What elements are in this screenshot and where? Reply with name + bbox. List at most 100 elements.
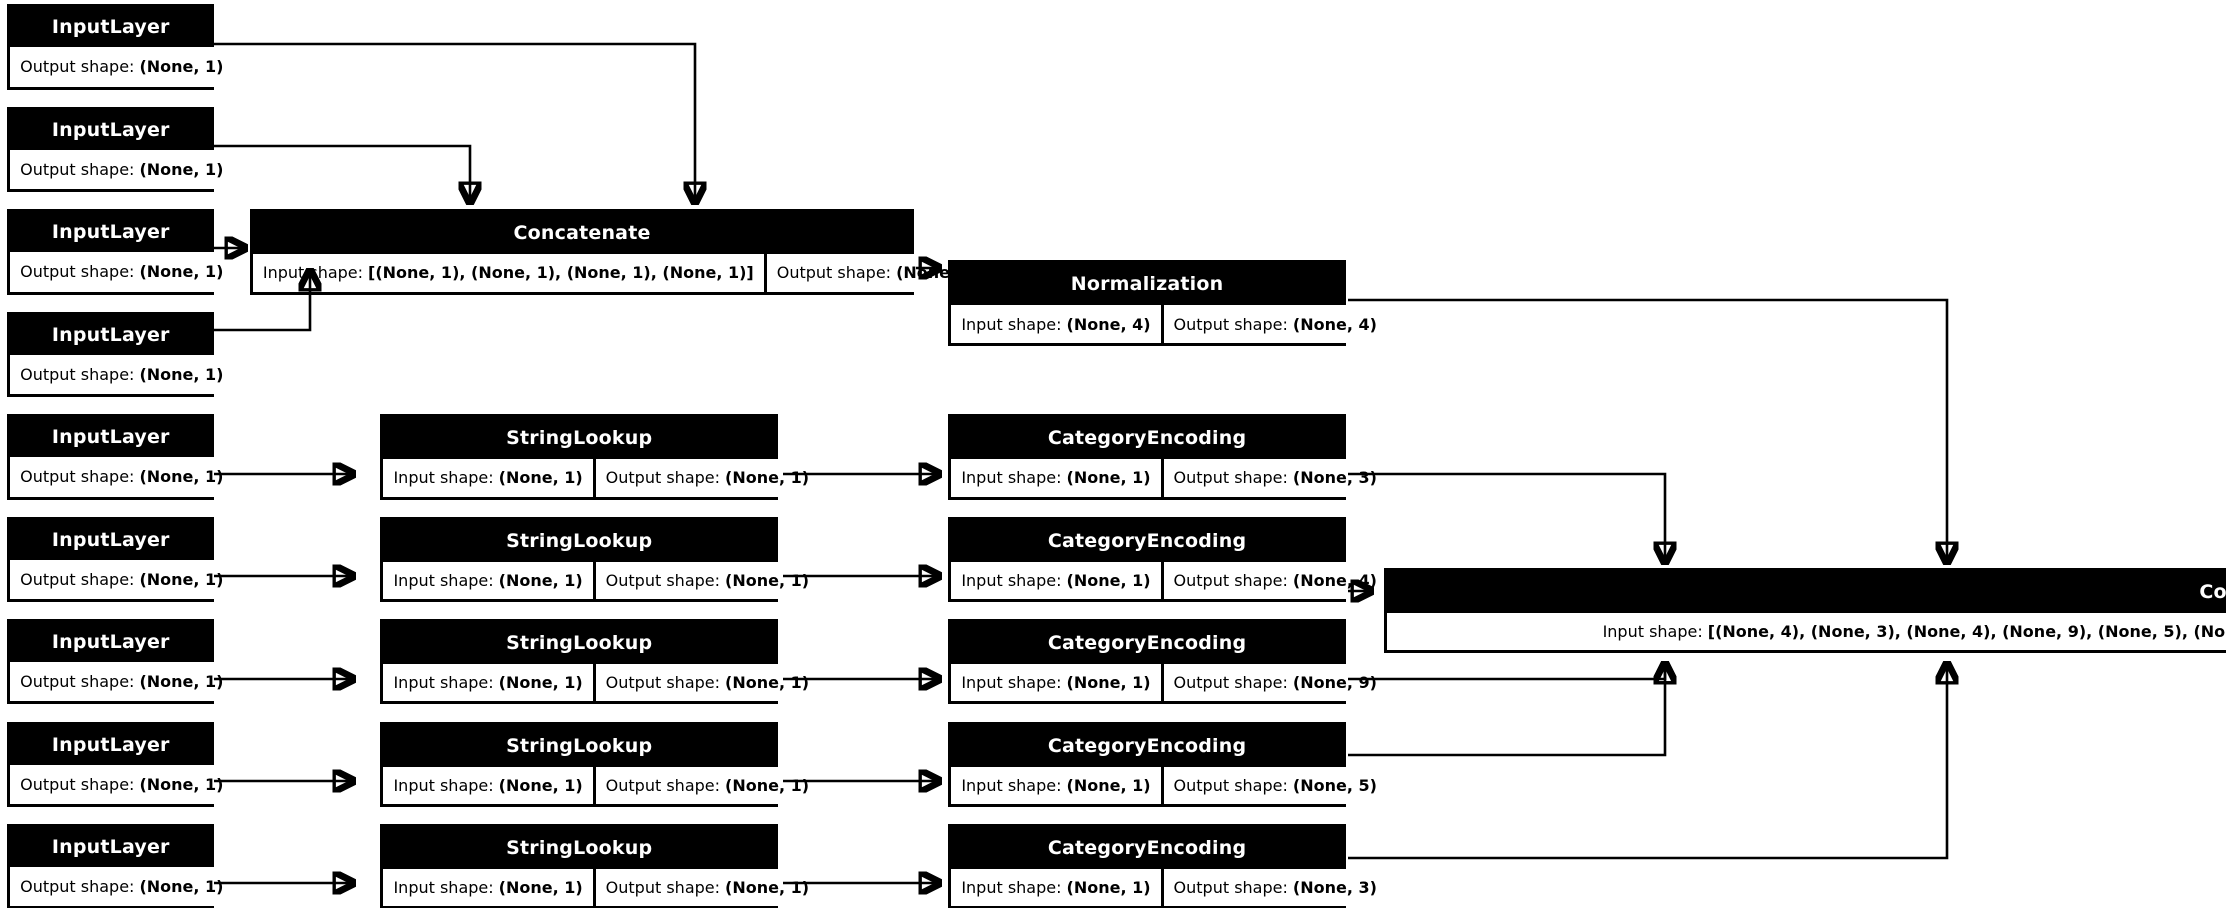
shape-label: Input shape: (393, 673, 494, 693)
shape-cell-concat_numeric-0: Input shape:[(None, 1), (None, 1), (None… (252, 254, 764, 292)
shape-label: Output shape: (605, 775, 721, 795)
shape-cell-lookup_1-1: Output shape:(None, 1) (592, 459, 820, 497)
shape-label: Output shape: (20, 262, 135, 282)
edge-encoding1-to-concat-all (1348, 472, 1665, 561)
shape-label: Input shape: (961, 673, 1062, 693)
shape-label: Output shape: (1173, 314, 1288, 334)
shape-cell-encoding_3-1: Output shape:(None, 9) (1160, 664, 1387, 702)
shape-value: (None, 4) (1292, 570, 1377, 590)
shape-cell-encoding_3-0: Input shape:(None, 1) (951, 664, 1161, 702)
node-title-normalization: Normalization (951, 263, 1343, 306)
node-title-lookup_2: StringLookup (383, 519, 775, 562)
node-shapes-input_9: Output shape:(None, 1) (10, 867, 234, 907)
shape-value: (None, 1) (1066, 468, 1151, 488)
shape-cell-lookup_5-1: Output shape:(None, 1) (592, 869, 820, 907)
shape-cell-lookup_2-0: Input shape:(None, 1) (383, 561, 593, 599)
shape-value: (None, 1) (139, 262, 224, 282)
shape-value: (None, 1) (498, 775, 583, 795)
node-shapes-normalization: Input shape:(None, 4) Output shape: (None,… (951, 305, 1387, 343)
node-shapes-encoding_4: Input shape:(None, 1)Output shape:(None,… (951, 766, 1387, 804)
node-shapes-lookup_3: Input shape:(None, 1)Output shape:(None,… (383, 664, 820, 702)
shape-cell-encoding_1-0: Input shape:(None, 1) (951, 459, 1161, 497)
shape-value: (None, 1) (725, 468, 810, 488)
shape-value: (None, 1) (498, 878, 583, 898)
node-shapes-input_2: Output shape:(None, 1) (10, 149, 234, 190)
shape-cell-input_1-0: Output shape:(None, 1) (10, 47, 234, 87)
shape-label: Output shape: (1173, 775, 1288, 795)
shape-label: Input shape: (1602, 622, 1703, 642)
node-title-lookup_3: StringLookup (383, 622, 775, 665)
shape-cell-normalization-0: Input shape:(None, 4) (951, 305, 1161, 343)
shape-value: (None, 1) (139, 57, 224, 77)
shape-label: Output shape: (20, 672, 135, 692)
node-title-encoding_5: CategoryEncoding (951, 827, 1343, 870)
shape-cell-input_4-0: Output shape:(None, 1) (10, 354, 234, 395)
node-title-encoding_1: CategoryEncoding (951, 417, 1343, 460)
shape-label: Output shape: (20, 774, 135, 794)
shape-value: (None, 1) (139, 877, 224, 897)
shape-label: Output shape: (1173, 878, 1288, 898)
node-title-input_5: InputLayer (10, 417, 212, 458)
edge-encoding4-to-concat-all (1348, 665, 1665, 757)
shape-value: (None, 1) (498, 570, 583, 590)
shape-value: (None, 5) (1292, 775, 1377, 795)
node-shapes-concat_all: Input shape:[(None, 4), (None, 3), (None… (1387, 612, 2226, 651)
node-title-lookup_4: StringLookup (383, 724, 775, 767)
shape-cell-encoding_5-0: Input shape:(None, 1) (951, 869, 1161, 907)
shape-label: Output shape: (776, 263, 892, 283)
shape-value: (None, 1) (725, 775, 810, 795)
node-shapes-concat_numeric: Input shape:[(None, 1), (None, 1), (None… (252, 254, 991, 292)
edge-encoding3-to-concat-all (1348, 665, 1665, 679)
node-shapes-lookup_4: Input shape:(None, 1)Output shape:(None,… (383, 766, 820, 804)
shape-cell-input_7-0: Output shape:(None, 1) (10, 662, 234, 702)
shape-value: (None, 3) (1292, 468, 1377, 488)
shape-label: Output shape: (1173, 570, 1288, 590)
node-shapes-input_5: Output shape:(None, 1) (10, 457, 234, 497)
shape-value: (None, 1) (725, 878, 810, 898)
node-shapes-input_1: Output shape:(None, 1) (10, 47, 234, 87)
shape-value: (None, 1) (139, 774, 224, 794)
shape-label: Output shape: (20, 467, 135, 487)
shape-value: (None, 4) (1066, 314, 1151, 334)
node-title-concat_numeric: Concatenate (252, 212, 912, 255)
node-title-lookup_5: StringLookup (383, 827, 775, 870)
shape-value: (None, 1) (725, 673, 810, 693)
node-shapes-input_8: Output shape:(None, 1) (10, 764, 234, 804)
shape-label: Output shape: (1173, 673, 1288, 693)
shape-label: Input shape: (961, 468, 1062, 488)
shape-label: Input shape: (961, 570, 1062, 590)
node-title-encoding_4: CategoryEncoding (951, 724, 1343, 767)
shape-label: Output shape: (605, 878, 721, 898)
shape-cell-encoding_1-1: Output shape:(None, 3) (1160, 459, 1387, 497)
shape-label: Input shape: (262, 263, 364, 283)
node-title-input_7: InputLayer (10, 622, 212, 663)
shape-value: (None, 1) (1066, 673, 1151, 693)
shape-label: Output shape: (20, 364, 135, 384)
node-shapes-input_7: Output shape:(None, 1) (10, 662, 234, 702)
node-title-input_8: InputLayer (10, 724, 212, 765)
shape-cell-input_3-0: Output shape:(None, 1) (10, 252, 234, 292)
node-title-input_2: InputLayer (10, 109, 212, 150)
shape-cell-input_2-0: Output shape:(None, 1) (10, 149, 234, 190)
shape-label: Output shape: (1173, 468, 1288, 488)
node-shapes-input_3: Output shape:(None, 1) (10, 252, 234, 292)
shape-cell-lookup_4-0: Input shape:(None, 1) (383, 766, 593, 804)
node-shapes-input_6: Output shape:(None, 1) (10, 559, 234, 599)
node-title-input_4: InputLayer (10, 314, 212, 355)
edge-encoding5-to-concat-all (1348, 665, 1947, 860)
shape-cell-lookup_2-1: Output shape:(None, 1) (592, 561, 820, 599)
shape-cell-concat_all-0: Input shape:[(None, 4), (None, 3), (None… (1387, 612, 2226, 651)
shape-label: Input shape: (961, 775, 1062, 795)
